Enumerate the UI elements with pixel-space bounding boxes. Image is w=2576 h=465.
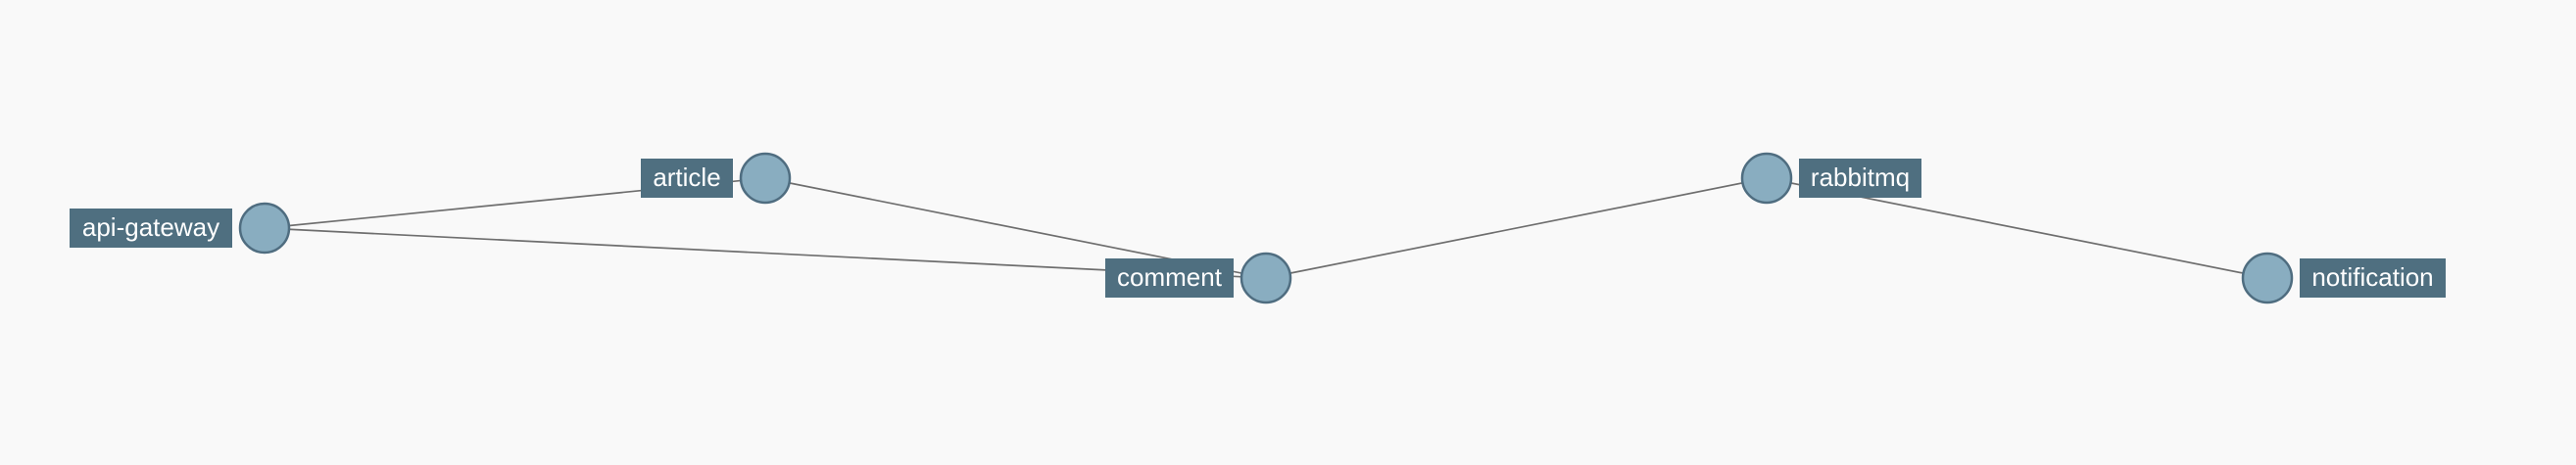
node-label-bg-article xyxy=(641,159,733,198)
node-circle-api-gateway[interactable] xyxy=(238,202,291,255)
edge-api-gateway-to-comment xyxy=(264,227,1267,279)
node-notification[interactable]: notification xyxy=(2241,252,2446,304)
node-comment[interactable]: comment xyxy=(1105,252,1292,304)
node-api-gateway[interactable]: api-gateway xyxy=(70,202,291,255)
node-label-bg-rabbitmq xyxy=(1799,159,1921,198)
node-label-article: article xyxy=(653,163,720,192)
nodes-layer: api-gateway article comment rabbitmq notific… xyxy=(70,152,2446,304)
node-label-notification: notification xyxy=(2311,262,2433,292)
node-circle-rabbitmq[interactable] xyxy=(1740,152,1793,205)
node-label-bg-notification xyxy=(2300,258,2446,298)
node-label-api-gateway: api-gateway xyxy=(82,212,219,242)
edge-comment-to-rabbitmq xyxy=(1265,177,1768,279)
node-circle-article[interactable] xyxy=(739,152,792,205)
node-label-bg-api-gateway xyxy=(70,209,232,248)
node-circle-notification[interactable] xyxy=(2241,252,2294,304)
node-rabbitmq[interactable]: rabbitmq xyxy=(1740,152,1921,205)
node-label-bg-comment xyxy=(1105,258,1234,298)
node-label-rabbitmq: rabbitmq xyxy=(1811,163,1910,192)
node-label-comment: comment xyxy=(1117,262,1223,292)
node-article[interactable]: article xyxy=(641,152,792,205)
node-circle-comment[interactable] xyxy=(1239,252,1292,304)
